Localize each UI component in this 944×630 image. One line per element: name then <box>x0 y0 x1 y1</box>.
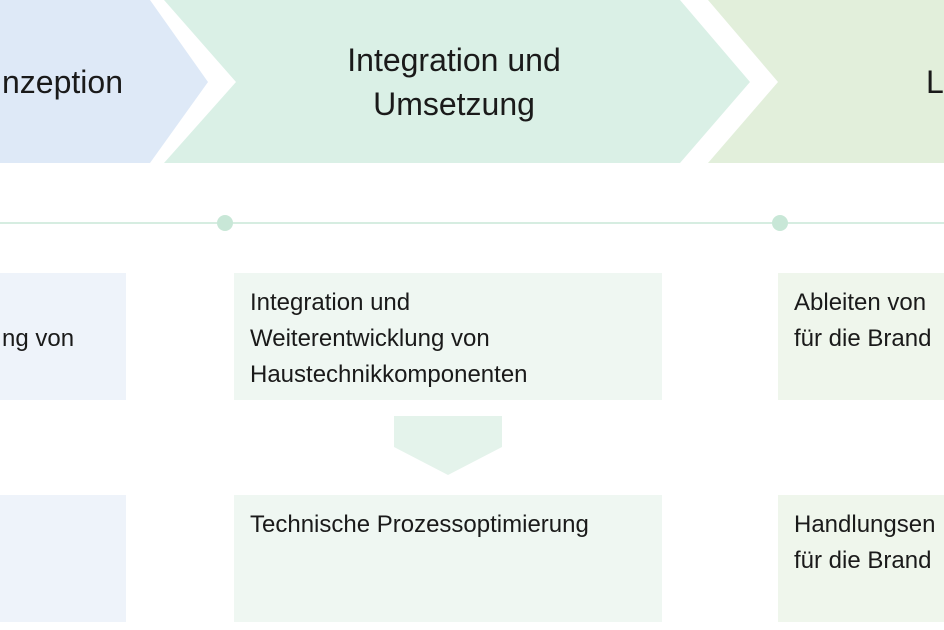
phase-label-2: Integration und Umsetzung <box>236 0 672 163</box>
phase-chevron-3 <box>708 0 944 163</box>
phase-chevron-2 <box>164 0 750 163</box>
task-box-1-2 <box>0 495 126 622</box>
phase-label-1: nzeption <box>0 0 152 163</box>
phase-title: Integration und Umsetzung <box>347 41 561 122</box>
task-text: Technische Prozessoptimierung <box>250 511 589 538</box>
task-text: Handlungsen für die Brand <box>794 511 936 574</box>
down-arrow-connector <box>394 416 502 475</box>
task-box-1-1: ng von <box>0 273 126 400</box>
timeline-dot-1 <box>217 215 233 231</box>
task-text: ng von <box>2 325 75 352</box>
task-box-2-1: Integration und Weiterentwicklung von Ha… <box>234 273 662 400</box>
timeline-dot-2 <box>772 215 788 231</box>
task-text: Integration und Weiterentwicklung von Ha… <box>250 289 528 388</box>
task-text: Ableiten von für die Brand <box>794 289 932 352</box>
phase-title: Le <box>926 63 944 100</box>
phase-chevron-1 <box>0 0 208 163</box>
task-box-2-2: Technische Prozessoptimierung <box>234 495 662 622</box>
phase-label-3: Le <box>900 0 944 163</box>
phase-title: nzeption <box>2 63 123 100</box>
task-box-3-2: Handlungsen für die Brand <box>778 495 944 622</box>
task-box-3-1: Ableiten von für die Brand <box>778 273 944 400</box>
